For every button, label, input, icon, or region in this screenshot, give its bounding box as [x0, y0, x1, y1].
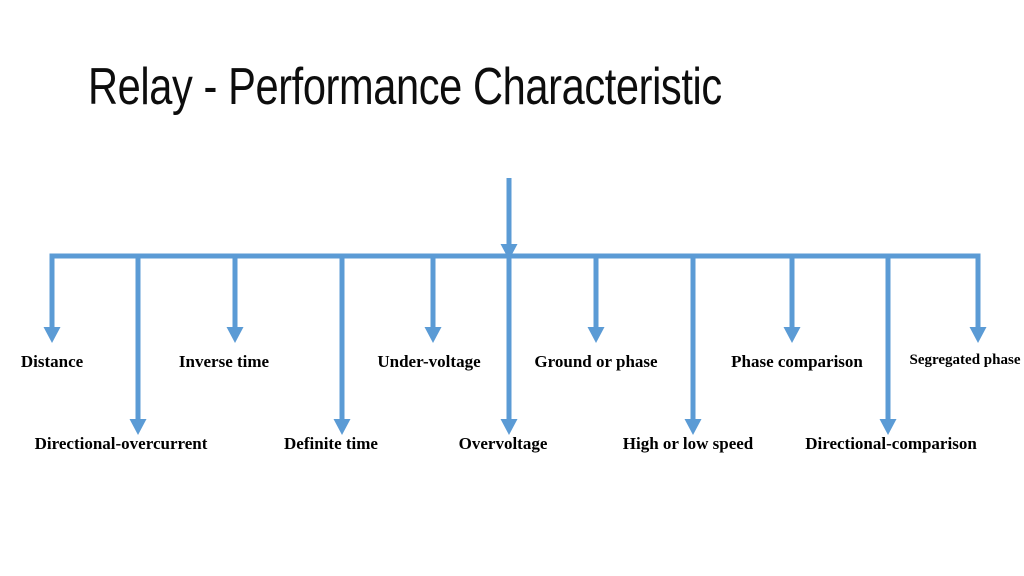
branch-arrow-head-11	[969, 327, 987, 343]
branch-arrow-shaft-7	[593, 256, 599, 327]
node-label-upper-6: Segregated phase	[909, 352, 1021, 368]
node-label-lower-3: Overvoltage	[458, 434, 548, 453]
branch-arrow-head-7	[587, 327, 605, 343]
branch-arrow-shaft-3	[232, 256, 238, 327]
branch-arrow-shaft-10	[885, 256, 891, 419]
node-label-lower-4: High or low speed	[622, 434, 754, 453]
branch-arrow-shaft-2	[135, 256, 141, 419]
branch-arrow-head-5	[424, 327, 442, 343]
branch-arrow-shaft-9	[789, 256, 795, 327]
branch-arrow-head-1	[43, 327, 61, 343]
branch-arrow-shaft-8	[690, 256, 696, 419]
page-title: Relay - Performance Characteristic	[88, 58, 722, 116]
node-label-upper-5: Phase comparison	[731, 352, 863, 371]
node-label-lower-2: Definite time	[284, 434, 378, 453]
branch-arrow-head-9	[783, 327, 801, 343]
branch-arrow-head-10	[879, 419, 897, 435]
branch-arrow-shaft-11	[975, 256, 981, 327]
node-label-upper-2: Inverse time	[178, 352, 270, 371]
node-label-lower-1: Directional-overcurrent	[34, 434, 208, 453]
feed-arrow-head	[500, 244, 518, 260]
branch-arrow-shaft-4	[339, 256, 345, 419]
node-label-upper-1: Distance	[20, 352, 84, 371]
branch-arrow-head-3	[226, 327, 244, 343]
branch-arrow-shaft-1	[49, 256, 55, 327]
node-label-lower-5: Directional-comparison	[805, 434, 977, 453]
node-label-upper-3: Under-voltage	[377, 352, 481, 371]
branch-arrow-head-6	[500, 419, 518, 435]
branch-arrow-head-2	[129, 419, 147, 435]
branch-arrow-head-4	[333, 419, 351, 435]
branch-arrow-shaft-6	[506, 256, 512, 419]
horizontal-bus-line	[49, 253, 981, 259]
branch-arrow-head-8	[684, 419, 702, 435]
feed-arrow-shaft	[506, 178, 512, 260]
branch-arrow-shaft-5	[430, 256, 436, 327]
node-label-upper-4: Ground or phase	[534, 352, 658, 371]
